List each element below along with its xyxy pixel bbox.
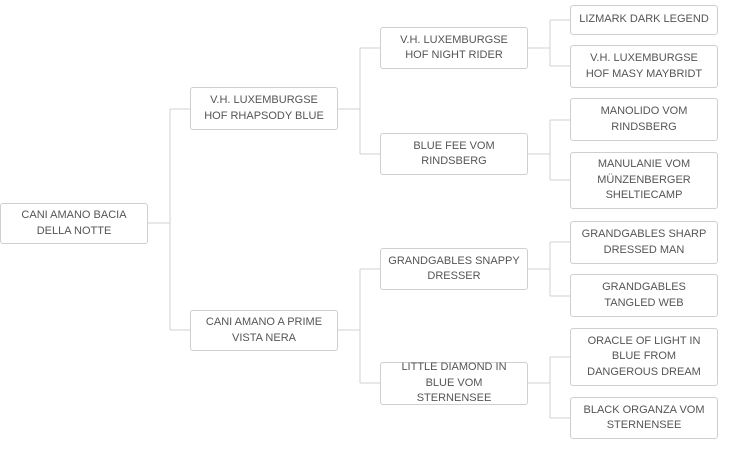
sire-dam-sire-node[interactable]: MANOLIDO VOM RINDSBERG [570,98,718,141]
sire-dam-dam-name: MANULANIE VOM MÜNZENBERGER SHELTIECAMP [597,158,691,202]
sire-dam-dam-node[interactable]: MANULANIE VOM MÜNZENBERGER SHELTIECAMP [570,152,718,209]
sire-sire-dam-name: V.H. LUXEMBURGSE HOF MASY MAYBRIDT [585,52,703,80]
dam-sire-sire-node[interactable]: GRANDGABLES SHARP DRESSED MAN [570,221,718,264]
dam-dam-node[interactable]: LITTLE DIAMOND IN BLUE VOM STERNENSEE [380,361,528,405]
dam-dam-sire-node[interactable]: ORACLE OF LIGHT IN BLUE FROM DANGEROUS D… [570,328,718,386]
dam-dam-name: LITTLE DIAMOND IN BLUE VOM STERNENSEE [401,361,507,405]
sire-node[interactable]: V.H. LUXEMBURGSE HOF RHAPSODY BLUE [190,87,338,130]
sire-name: V.H. LUXEMBURGSE HOF RHAPSODY BLUE [204,94,324,122]
sire-sire-sire-node[interactable]: LIZMARK DARK LEGEND [570,5,718,35]
dam-sire-sire-name: GRANDGABLES SHARP DRESSED MAN [581,228,707,256]
dam-dam-sire-name: ORACLE OF LIGHT IN BLUE FROM DANGEROUS D… [587,334,701,378]
sire-dam-node[interactable]: BLUE FEE VOM RINDSBERG [380,133,528,175]
dam-sire-name: GRANDGABLES SNAPPY DRESSER [388,254,520,283]
dam-sire-node[interactable]: GRANDGABLES SNAPPY DRESSER [380,248,528,290]
sire-sire-name: V.H. LUXEMBURGSE HOF NIGHT RIDER [400,33,508,62]
dam-dam-dam-node[interactable]: BLACK ORGANZA VOM STERNENSEE [570,397,718,439]
dam-name: CANI AMANO A PRIME VISTA NERA [205,316,323,344]
subject-dog-node[interactable]: CANI AMANO BACIA DELLA NOTTE [0,203,148,244]
dam-sire-dam-name: GRANDGABLES TANGLED WEB [602,281,686,309]
dam-node[interactable]: CANI AMANO A PRIME VISTA NERA [190,310,338,351]
sire-sire-node[interactable]: V.H. LUXEMBURGSE HOF NIGHT RIDER [380,27,528,69]
dam-dam-dam-name: BLACK ORGANZA VOM STERNENSEE [583,403,705,432]
sire-sire-sire-name: LIZMARK DARK LEGEND [579,13,709,26]
dam-sire-dam-node[interactable]: GRANDGABLES TANGLED WEB [570,274,718,317]
sire-dam-name: BLUE FEE VOM RINDSBERG [413,139,495,168]
subject-dog-name: CANI AMANO BACIA DELLA NOTTE [21,209,127,237]
sire-sire-dam-node[interactable]: V.H. LUXEMBURGSE HOF MASY MAYBRIDT [570,45,718,88]
sire-dam-sire-name: MANOLIDO VOM RINDSBERG [600,105,688,133]
